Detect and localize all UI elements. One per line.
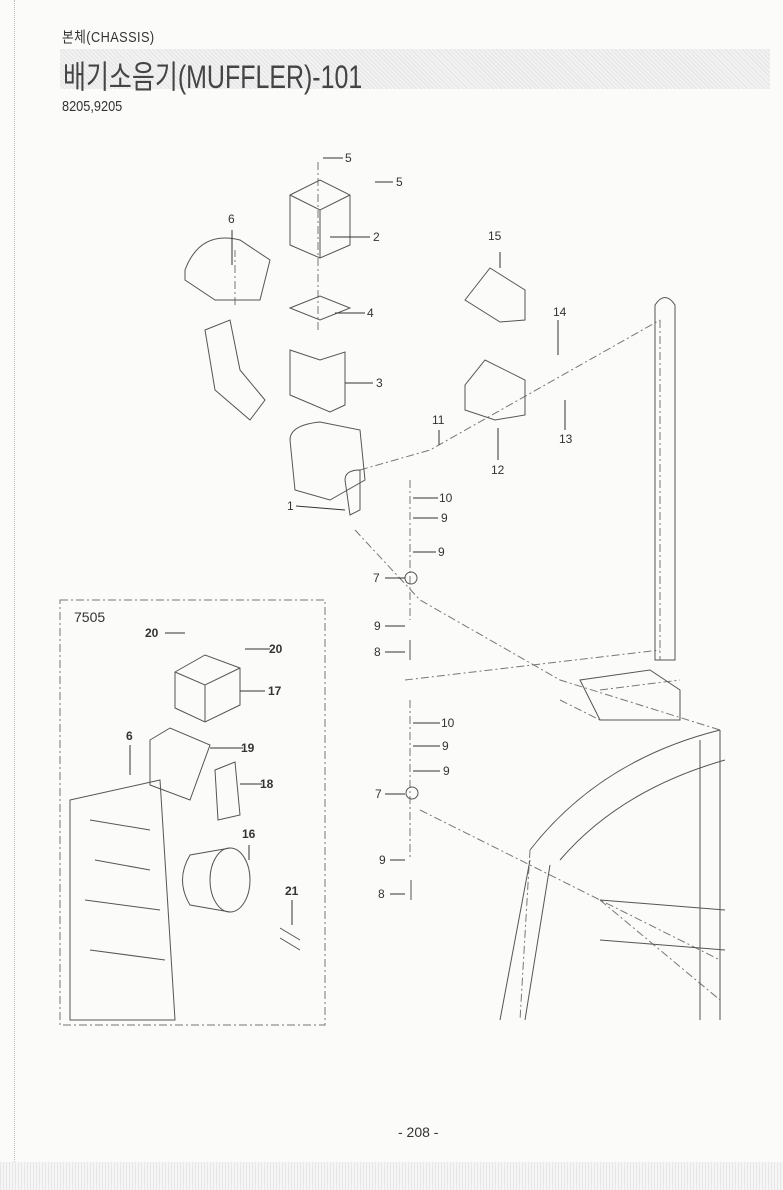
callout-12: 12 (491, 463, 505, 477)
category-label: 본체(CHASSIS) (62, 29, 155, 46)
callout-20: 20 (145, 626, 159, 640)
page-title: 배기소음기(MUFFLER)-101 (63, 59, 363, 95)
callout-11: 11 (432, 413, 445, 427)
callout-9: 9 (379, 853, 386, 867)
model-numbers: 8205,9205 (62, 98, 123, 115)
callout-9: 9 (374, 619, 381, 633)
callout-19: 19 (241, 741, 255, 755)
callout-15: 15 (488, 229, 502, 243)
callout-14: 14 (553, 305, 567, 319)
callout-9: 9 (442, 739, 449, 753)
title-band (60, 49, 770, 89)
callout-7: 7 (375, 787, 382, 801)
callout-13: 13 (559, 432, 573, 446)
callout-20: 20 (269, 642, 283, 656)
callout-10: 10 (441, 716, 455, 730)
callout-16: 16 (242, 827, 256, 841)
callout-2: 2 (373, 230, 380, 244)
callout-21: 21 (285, 884, 299, 898)
callout-1: 1 (287, 499, 294, 513)
callout-6: 6 (126, 729, 133, 743)
callout-4: 4 (367, 306, 374, 320)
inset-model-label: 7505 (74, 609, 106, 625)
callout-9: 9 (443, 764, 450, 778)
callout-17: 17 (268, 684, 282, 698)
page-number: - 208 - (398, 1124, 439, 1140)
callout-9: 9 (441, 511, 448, 525)
callout-5: 5 (396, 175, 403, 189)
margin-line (14, 0, 15, 1190)
bottom-scan-band (0, 1162, 783, 1190)
callout-8: 8 (378, 887, 385, 901)
callout-6: 6 (228, 212, 235, 226)
callout-3: 3 (376, 376, 383, 390)
callout-10: 10 (439, 491, 453, 505)
callout-7: 7 (373, 571, 380, 585)
callout-5: 5 (345, 151, 352, 165)
callout-9: 9 (438, 545, 445, 559)
callout-18: 18 (260, 777, 274, 791)
callout-8: 8 (374, 645, 381, 659)
